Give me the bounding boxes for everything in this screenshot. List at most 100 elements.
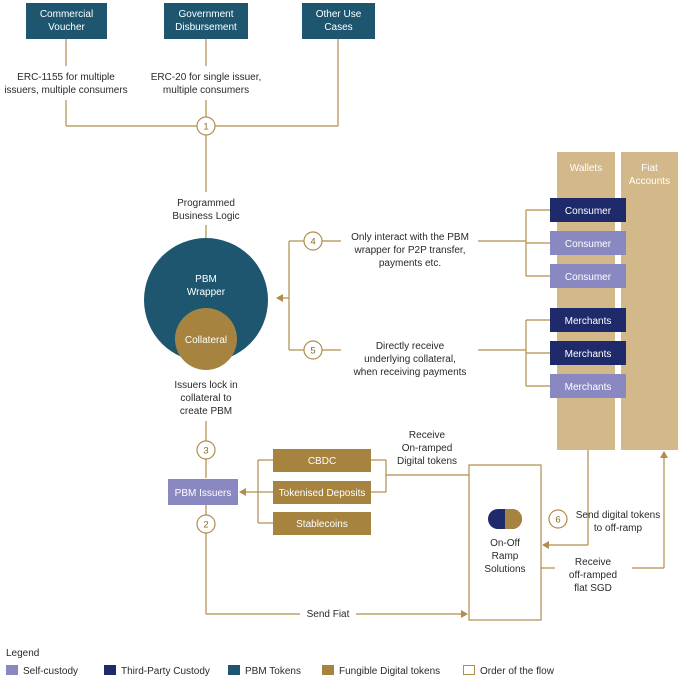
consumer-self-custody-1: Consumer — [550, 231, 626, 255]
svg-text:4: 4 — [310, 237, 315, 248]
svg-text:Commercial: Commercial — [40, 9, 93, 20]
svg-text:create PBM: create PBM — [180, 406, 232, 417]
step-4-marker: 4 — [303, 231, 323, 251]
legend-swatch — [322, 665, 334, 675]
svg-text:Issuers lock in: Issuers lock in — [174, 380, 237, 391]
step-6-marker: 6 — [548, 509, 568, 529]
step-2-marker: 2 — [196, 514, 216, 534]
merchants-third-party-1: Merchants — [550, 308, 626, 332]
svg-text:Voucher: Voucher — [48, 22, 85, 33]
onoff-ramp-box: On-Off Ramp Solutions — [468, 464, 542, 621]
svg-text:PBM Issuers: PBM Issuers — [175, 488, 232, 499]
wallets-column: Wallets — [557, 152, 615, 450]
svg-text:when receiving payments: when receiving payments — [353, 367, 467, 378]
svg-text:collateral to: collateral to — [180, 393, 232, 404]
legend-item-fungible-digital-tokens: Fungible Digital tokens — [322, 665, 440, 677]
send-digital-label: Send digital tokens to off-ramp — [576, 510, 661, 534]
svg-text:Consumer: Consumer — [565, 239, 612, 250]
svg-text:Wrapper: Wrapper — [187, 287, 226, 298]
svg-text:Send digital tokens: Send digital tokens — [576, 510, 661, 521]
note-4: Only interact with the PBM wrapper for P… — [351, 232, 469, 269]
receive-offramped-label: Receive off-ramped flat SGD — [569, 557, 617, 594]
svg-text:Receive: Receive — [409, 430, 446, 441]
legend-item-pbm-tokens: PBM Tokens — [228, 665, 301, 677]
tokens-bracket — [239, 459, 469, 524]
svg-text:Other Use: Other Use — [316, 9, 362, 20]
svg-text:Fiat: Fiat — [641, 163, 658, 174]
svg-text:Solutions: Solutions — [484, 564, 525, 575]
svg-text:Ramp: Ramp — [492, 551, 519, 562]
svg-text:Government: Government — [178, 9, 233, 20]
merchants-bracket — [525, 319, 550, 387]
svg-text:PBM: PBM — [195, 274, 217, 285]
svg-text:Cases: Cases — [324, 22, 352, 33]
erc1155-note: ERC-1155 for multiple issuers, multiple … — [4, 72, 127, 96]
step-5-marker: 5 — [303, 340, 323, 360]
consumer-third-party: Consumer — [550, 198, 626, 222]
merchants-third-party-2: Merchants — [550, 341, 626, 365]
use-case-government-disbursement: Government Disbursement — [164, 3, 248, 39]
svg-text:Merchants: Merchants — [565, 349, 612, 360]
pbm-flow-diagram: Commercial Voucher Government Disburseme… — [4, 3, 678, 621]
svg-text:to off-ramp: to off-ramp — [594, 523, 643, 534]
programmed-business-logic-label: Programmed Business Logic — [172, 198, 239, 222]
legend-swatch — [6, 665, 18, 675]
note-5: Directly receive underlying collateral, … — [353, 341, 467, 378]
pbm-wrapper: PBM Wrapper — [144, 238, 268, 362]
send-fiat-label: Send Fiat — [307, 609, 350, 620]
consumer-self-custody-2: Consumer — [550, 264, 626, 288]
svg-text:wrapper for P2P transfer,: wrapper for P2P transfer, — [354, 245, 466, 256]
svg-text:Wallets: Wallets — [570, 163, 602, 174]
svg-text:multiple consumers: multiple consumers — [163, 85, 249, 96]
legend-item-third-party-custody: Third-Party Custody — [104, 665, 210, 677]
svg-text:On-ramped: On-ramped — [402, 443, 453, 454]
legend-swatch — [104, 665, 116, 675]
svg-text:5: 5 — [310, 346, 315, 357]
svg-text:issuers, multiple consumers: issuers, multiple consumers — [4, 85, 127, 96]
svg-text:Stablecoins: Stablecoins — [296, 519, 348, 530]
svg-text:2: 2 — [203, 520, 208, 531]
svg-text:Directly receive: Directly receive — [376, 341, 445, 352]
svg-text:CBDC: CBDC — [308, 456, 336, 467]
receive-onramped-label: Receive On-ramped Digital tokens — [397, 430, 457, 467]
svg-text:3: 3 — [203, 446, 208, 457]
svg-text:Collateral: Collateral — [185, 335, 227, 346]
svg-text:payments etc.: payments etc. — [379, 258, 441, 269]
svg-text:ERC-1155 for multiple: ERC-1155 for multiple — [17, 72, 115, 83]
use-case-other: Other Use Cases — [302, 3, 375, 39]
step-1-marker: 1 — [196, 116, 216, 136]
token-tokenised-deposits: Tokenised Deposits — [273, 481, 371, 504]
connector-lines-top — [65, 39, 339, 192]
fiat-accounts-column: Fiat Accounts — [621, 152, 678, 450]
step-3-marker: 3 — [196, 440, 216, 460]
pbm-issuers-box: PBM Issuers — [168, 479, 238, 505]
step-4-5-lines — [276, 240, 526, 351]
issuers-lock-label: Issuers lock in collateral to create PBM — [174, 380, 237, 417]
collateral: Collateral — [175, 308, 237, 370]
legend-title: Legend — [6, 648, 40, 659]
token-stablecoins: Stablecoins — [273, 512, 371, 535]
consumer-bracket — [525, 209, 550, 277]
svg-text:Receive: Receive — [575, 557, 612, 568]
svg-text:On-Off: On-Off — [490, 538, 520, 549]
svg-text:underlying collateral,: underlying collateral, — [364, 354, 456, 365]
svg-text:Merchants: Merchants — [565, 382, 612, 393]
svg-text:flat SGD: flat SGD — [574, 583, 612, 594]
send-digital-flow — [542, 450, 589, 549]
svg-text:Accounts: Accounts — [629, 176, 670, 187]
svg-text:ERC-20 for single issuer,: ERC-20 for single issuer, — [151, 72, 262, 83]
svg-text:Business Logic: Business Logic — [172, 211, 239, 222]
legend-item-self-custody: Self-custody — [6, 665, 78, 677]
svg-text:Consumer: Consumer — [565, 206, 612, 217]
svg-text:1: 1 — [203, 122, 208, 133]
receive-offramped-flow — [541, 451, 668, 569]
legend-swatch — [228, 665, 240, 675]
merchants-self-custody: Merchants — [550, 374, 626, 398]
legend-swatch — [463, 665, 475, 675]
svg-text:Disbursement: Disbursement — [175, 22, 237, 33]
svg-text:Programmed: Programmed — [177, 198, 235, 209]
svg-text:Only interact with the PBM: Only interact with the PBM — [351, 232, 469, 243]
svg-text:6: 6 — [555, 515, 560, 526]
legend: Legend Self-custody Third-Party Custody … — [6, 648, 676, 678]
use-case-commercial-voucher: Commercial Voucher — [26, 3, 107, 39]
